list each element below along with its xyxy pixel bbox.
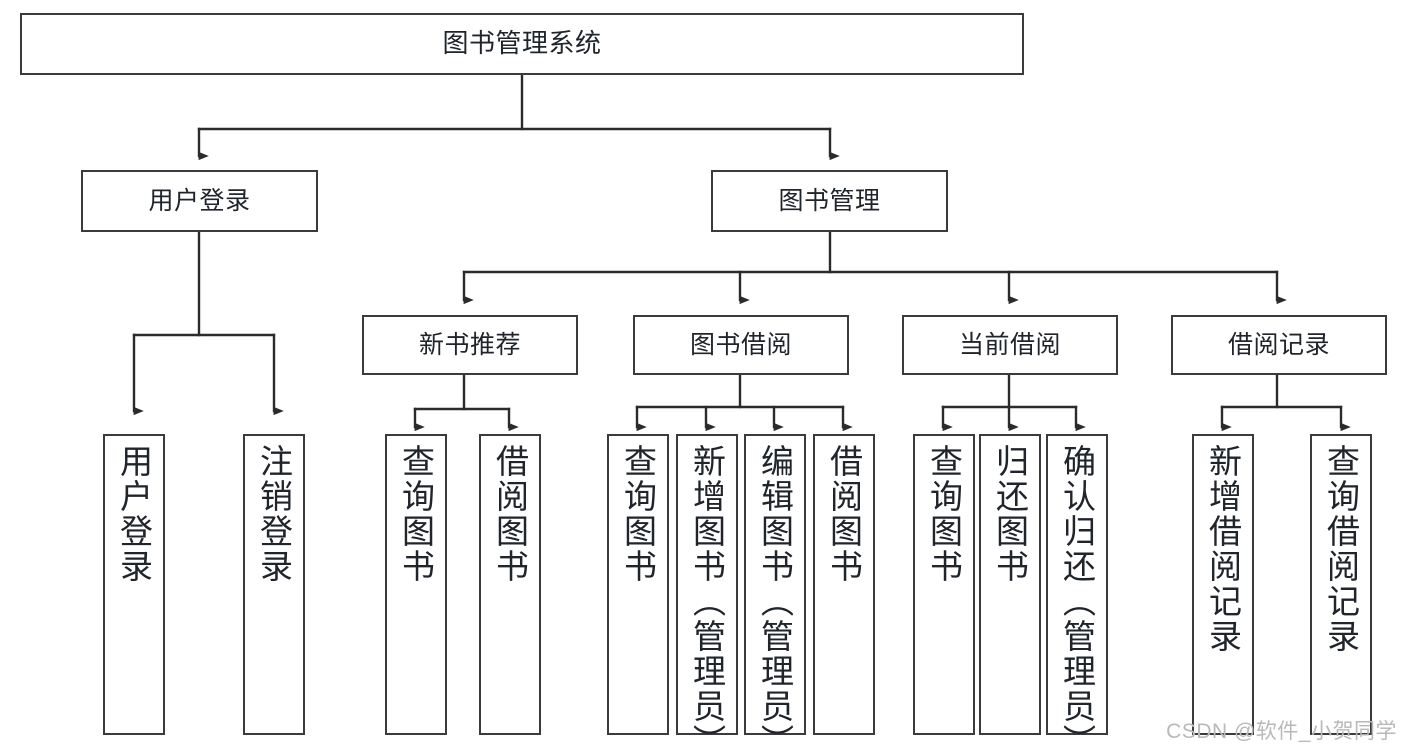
node-root[interactable]: 图书管理系统 [20, 13, 1024, 75]
node-book-borrow[interactable]: 图书借阅 [633, 315, 849, 375]
node-leaf-borrow-book-2-label: 借阅图书 [825, 444, 863, 584]
node-leaf-query-record[interactable]: 查询借阅记录 [1310, 434, 1372, 735]
node-book-manage-label: 图书管理 [778, 186, 881, 215]
node-leaf-user-login[interactable]: 用户登录 [103, 434, 165, 735]
node-leaf-confirm-return[interactable]: 确认归还（管理员） [1046, 434, 1108, 747]
node-leaf-borrow-book-1[interactable]: 借阅图书 [479, 434, 541, 735]
node-leaf-query-book-2-label: 查询图书 [619, 444, 657, 584]
node-leaf-query-book-3-label: 查询图书 [925, 444, 963, 584]
node-leaf-return-book[interactable]: 归还图书 [979, 434, 1041, 735]
node-book-borrow-label: 图书借阅 [689, 330, 792, 359]
node-user-login-label: 用户登录 [148, 186, 251, 215]
node-leaf-borrow-book-1-label: 借阅图书 [491, 444, 529, 584]
node-leaf-confirm-return-label: 确认归还（管理员） [1058, 444, 1096, 747]
node-leaf-query-book-3[interactable]: 查询图书 [913, 434, 975, 735]
node-leaf-borrow-book-2[interactable]: 借阅图书 [813, 434, 875, 735]
node-leaf-edit-book[interactable]: 编辑图书（管理员） [744, 434, 806, 747]
node-leaf-add-book-label: 新增图书（管理员） [688, 444, 726, 747]
node-current-borrow-label: 当前借阅 [958, 330, 1061, 359]
node-new-book-recommend-label: 新书推荐 [418, 330, 521, 359]
node-borrow-record[interactable]: 借阅记录 [1171, 315, 1387, 375]
node-leaf-user-logout[interactable]: 注销登录 [243, 434, 305, 735]
node-leaf-query-book-2[interactable]: 查询图书 [607, 434, 669, 735]
node-leaf-add-record[interactable]: 新增借阅记录 [1192, 434, 1254, 735]
node-leaf-query-book-1[interactable]: 查询图书 [385, 434, 447, 735]
node-borrow-record-label: 借阅记录 [1227, 330, 1330, 359]
node-leaf-add-record-label: 新增借阅记录 [1204, 444, 1242, 654]
node-user-login[interactable]: 用户登录 [81, 170, 318, 232]
node-book-manage[interactable]: 图书管理 [711, 170, 948, 232]
node-root-label: 图书管理系统 [442, 28, 602, 59]
node-leaf-edit-book-label: 编辑图书（管理员） [756, 444, 794, 747]
node-leaf-query-book-1-label: 查询图书 [397, 444, 435, 584]
node-leaf-add-book[interactable]: 新增图书（管理员） [676, 434, 738, 747]
node-current-borrow[interactable]: 当前借阅 [902, 315, 1118, 375]
node-leaf-user-login-label: 用户登录 [115, 444, 153, 584]
node-new-book-recommend[interactable]: 新书推荐 [362, 315, 578, 375]
watermark-text: CSDN @软件_小贺同学 [1166, 720, 1397, 743]
node-leaf-user-logout-label: 注销登录 [255, 444, 293, 584]
node-leaf-return-book-label: 归还图书 [991, 444, 1029, 584]
node-leaf-query-record-label: 查询借阅记录 [1322, 444, 1360, 654]
